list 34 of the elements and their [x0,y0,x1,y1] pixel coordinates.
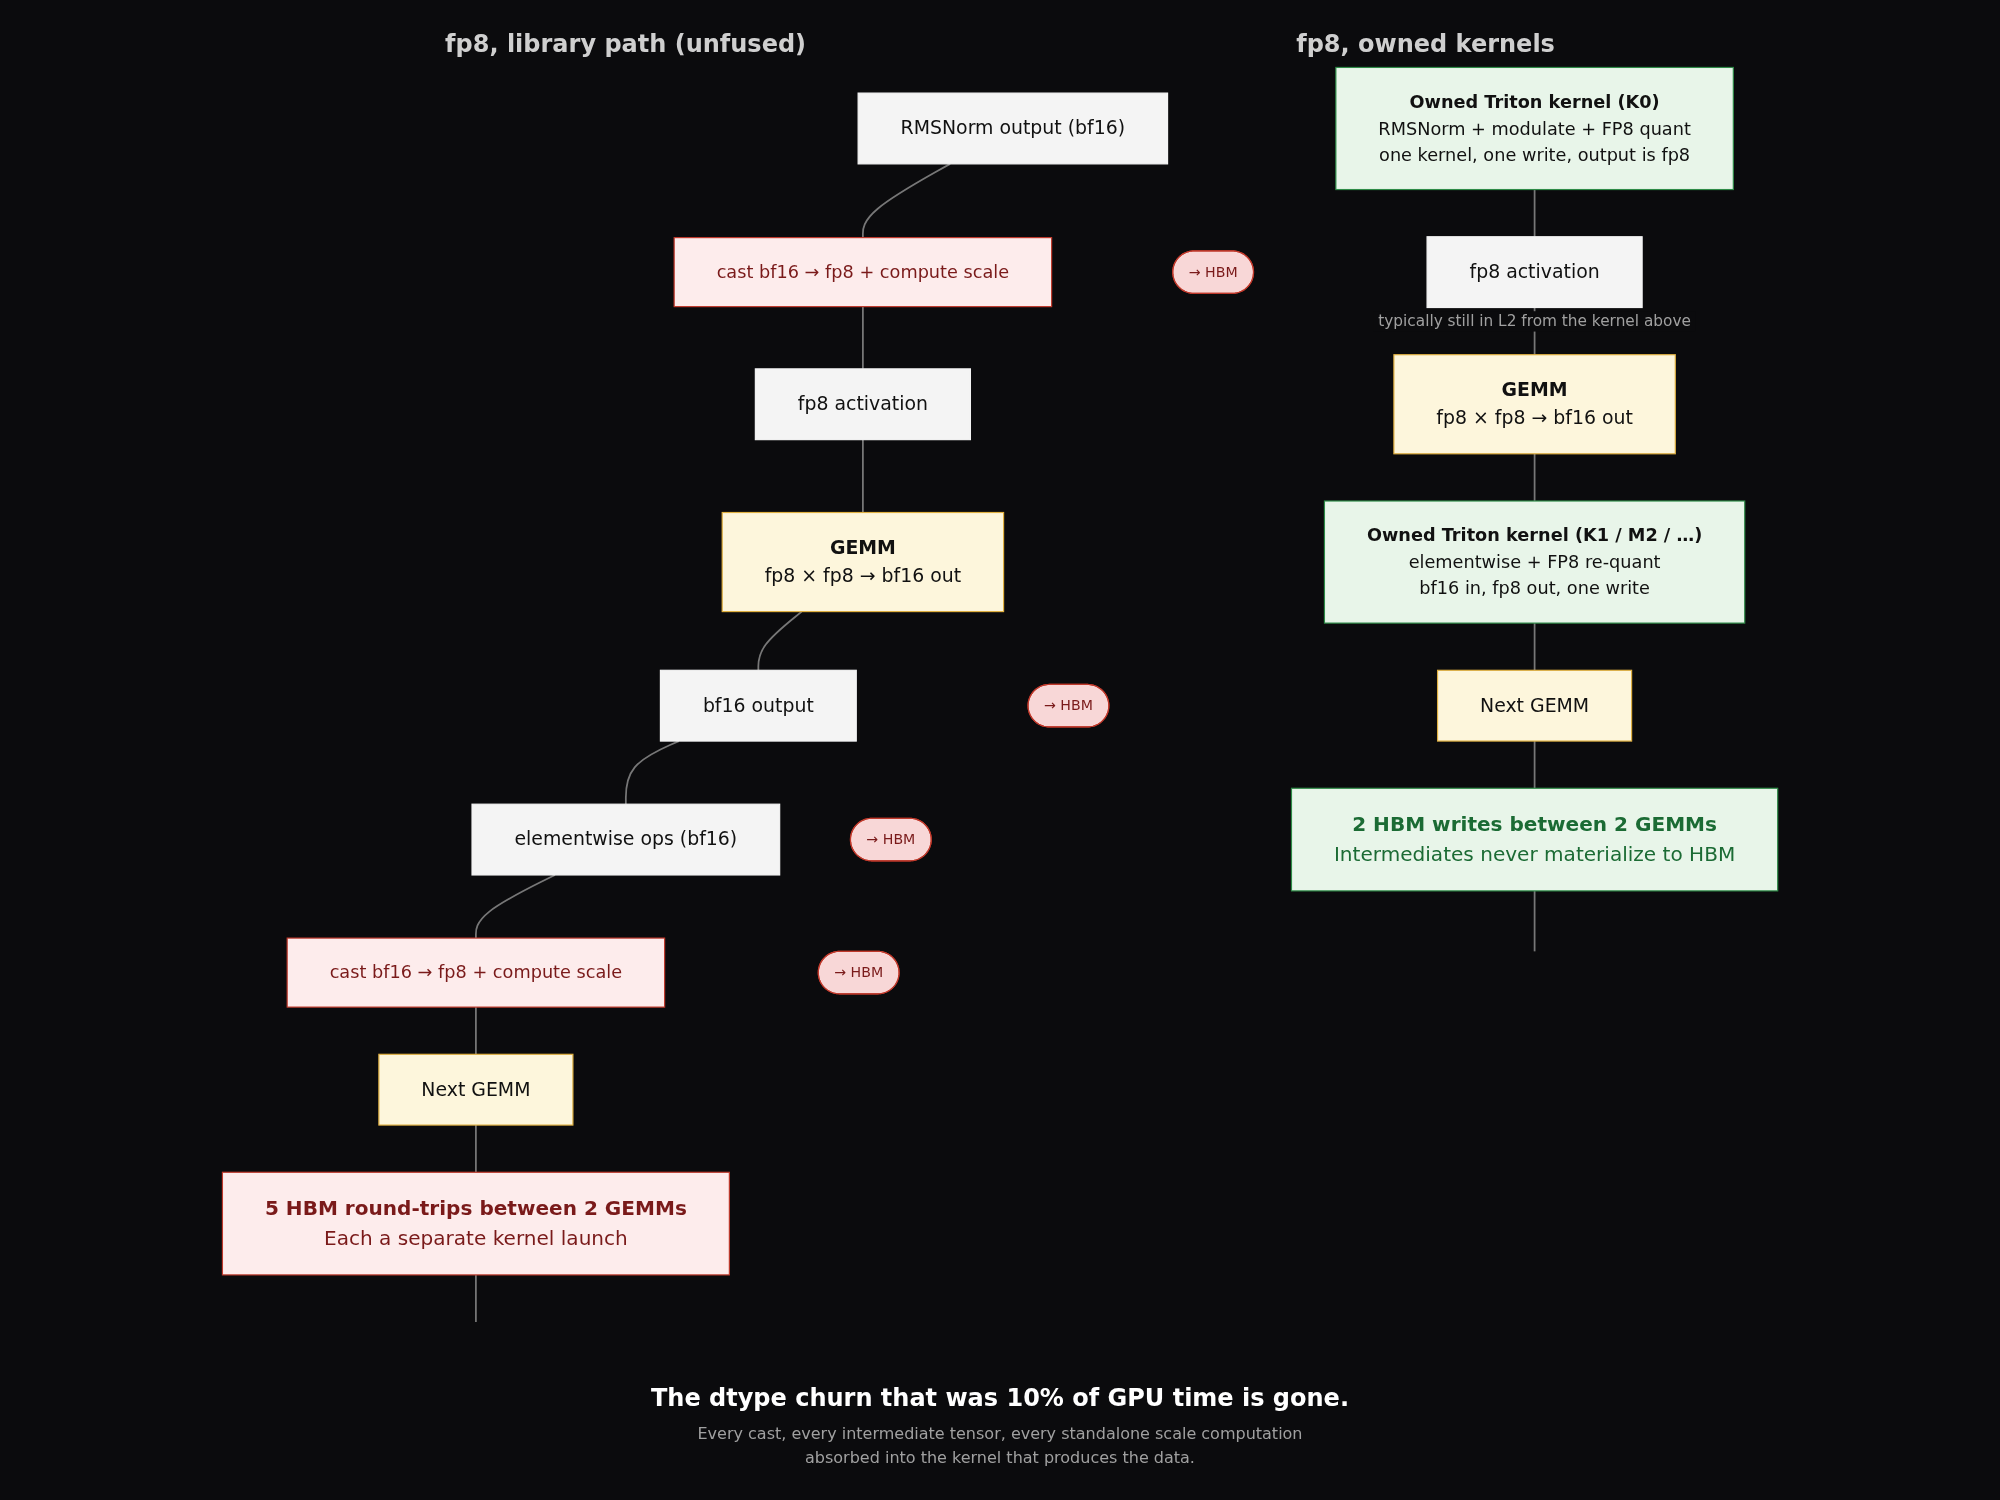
node-box: elementwise ops (bf16) [471,803,781,876]
connector [1533,890,1536,953]
node-box: RMSNorm output (bf16) [857,92,1169,165]
connector [624,740,680,806]
connector [1533,188,1536,238]
node-box: Next GEMM [1436,669,1633,742]
connector [1533,622,1536,672]
column-heading: fp8, owned kernels [1296,30,1555,58]
node-note: typically still in L2 from the kernel above [1378,312,1691,331]
node-box: fp8 activation [754,368,971,441]
connector [861,305,864,370]
summary-title: The dtype churn that was 10% of GPU time is gone. [650,1384,1349,1412]
connector [474,874,556,939]
connector [1533,740,1536,790]
connector [757,610,803,672]
connector [474,1274,477,1323]
column-heading: fp8, library path (unfused) [445,30,807,58]
node-box: Owned Triton kernel (K1 / M2 / …) elementwise + FP8 re-quant bf16 in, fp8 out, one write [1323,500,1746,624]
node-box: Next GEMM [378,1053,574,1126]
node-box: 2 HBM writes between 2 GEMMs Intermediates never materialize to HBM [1290,787,1779,892]
node-box: 5 HBM round-trips between 2 GEMMs Each a separate kernel launch [221,1171,730,1276]
connector [1533,452,1536,502]
summary-caption: Every cast, every intermediate tensor, every standalone scale computation absorbed into the kernel that produces the data. [696,1423,1304,1469]
connector [861,438,864,514]
node-box: bf16 output [659,669,857,742]
connector [861,163,951,239]
node-box: Owned Triton kernel (K0) RMSNorm + modulate + FP8 quant one kernel, one write, output is fp8 [1335,66,1734,191]
connector [474,1124,477,1174]
node-box: GEMM fp8 × fp8 → bf16 out [721,511,1005,613]
node-box: cast bf16 → fp8 + compute scale [286,937,666,1008]
connector [474,1006,477,1056]
node-box: fp8 activation [1426,236,1643,309]
node-box: cast bf16 → fp8 + compute scale [673,237,1053,308]
node-box: GEMM fp8 × fp8 → bf16 out [1393,354,1676,455]
